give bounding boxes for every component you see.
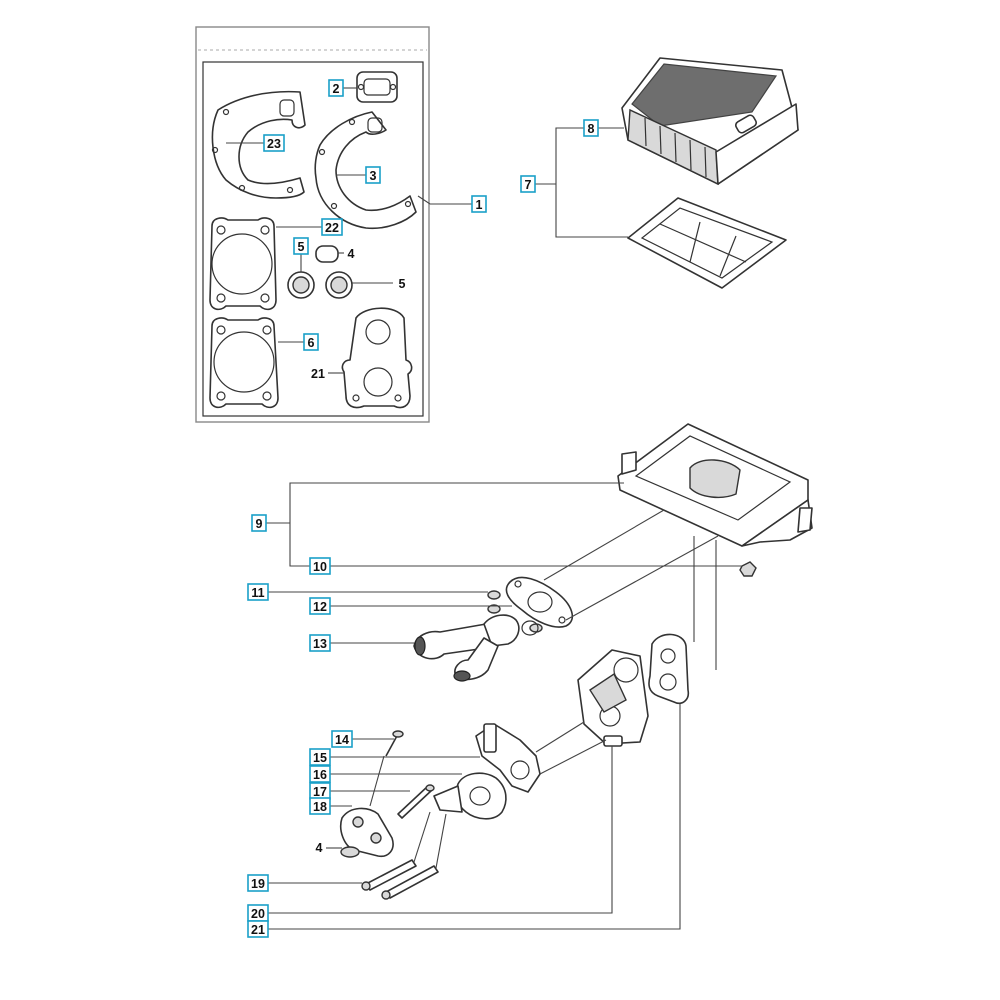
callout-label: 2: [333, 82, 340, 96]
callout-label: 6: [308, 336, 315, 350]
callout-19: 19: [247, 874, 269, 892]
callout-label: 18: [313, 800, 327, 814]
intake-manifold-drawing: [433, 772, 507, 820]
callout-2: 2: [328, 79, 344, 97]
callout-label: 4: [348, 247, 355, 261]
callout-18: 18: [309, 797, 331, 815]
callout-label: 4: [316, 841, 323, 855]
bolt-19-drawing: [361, 859, 417, 891]
callout-label: 5: [399, 277, 406, 291]
base-gasket-kit-drawing: [341, 307, 413, 409]
intake-flange-drawing: [505, 576, 574, 628]
callout-label: 9: [256, 517, 263, 531]
callout-9: 9: [251, 514, 267, 532]
callout-17: 17: [309, 782, 331, 800]
washer-drawing: [487, 590, 501, 614]
callout-4b: 4: [316, 841, 323, 855]
callout-label: 20: [251, 907, 265, 921]
carburettor-bracket-drawing: [475, 723, 541, 793]
callout-15: 15: [309, 748, 331, 766]
o-ring-drawing: [315, 245, 339, 263]
callout-8: 8: [583, 119, 599, 137]
carburettor-drawing: [577, 649, 649, 747]
callout-label: 19: [251, 877, 265, 891]
callout-11: 11: [247, 583, 269, 601]
callout-7: 7: [520, 175, 536, 193]
callout-1: 1: [471, 195, 487, 213]
callout-4a: 4: [348, 247, 355, 261]
callout-6: 6: [303, 333, 319, 351]
bolt-20-drawing: [381, 865, 439, 900]
callout-13: 13: [309, 634, 331, 652]
callout-label: 17: [313, 785, 327, 799]
callout-label: 15: [313, 751, 327, 765]
callout-21a: 21: [311, 367, 325, 381]
callout-label: 13: [313, 637, 327, 651]
callout-label: 12: [313, 600, 327, 614]
callout-label: 21: [251, 923, 265, 937]
bolt-17-drawing: [397, 784, 435, 819]
muffler-gasket-drawing: [356, 71, 398, 103]
callout-5b: 5: [399, 277, 406, 291]
callout-label: 23: [267, 137, 281, 151]
callout-label: 5: [298, 240, 305, 254]
callout-label: 16: [313, 768, 327, 782]
callout-3: 3: [365, 166, 381, 184]
callout-label: 22: [325, 221, 339, 235]
callout-21b: 21: [247, 920, 269, 938]
callout-16: 16: [309, 765, 331, 783]
callout-label: 11: [251, 586, 264, 600]
pre-filter-drawing: [627, 197, 787, 289]
callout-label: 8: [588, 122, 595, 136]
clamp-drawing: [339, 807, 394, 858]
oil-seal-right-drawing: [325, 271, 353, 299]
intake-hose-drawing: [413, 614, 539, 682]
callout-label: 21: [311, 367, 325, 381]
callout-22: 22: [321, 218, 343, 236]
callout-label: 7: [525, 178, 532, 192]
o-ring-lower-drawing: [340, 846, 360, 858]
crankcase-gasket-23-drawing: [211, 90, 306, 199]
callout-12: 12: [309, 597, 331, 615]
callout-label: 3: [370, 169, 377, 183]
nut-drawing: [739, 561, 757, 577]
base-gasket-main-drawing: [648, 633, 690, 705]
leader-lines: [226, 87, 742, 930]
callout-23: 23: [263, 134, 285, 152]
callout-label: 14: [335, 733, 349, 747]
callout-label: 1: [476, 198, 483, 212]
crankcase-gasket-3-drawing: [314, 111, 417, 230]
callout-label: 10: [313, 560, 327, 574]
callout-20: 20: [247, 904, 269, 922]
callout-10: 10: [309, 557, 331, 575]
oil-seal-left-drawing: [287, 271, 315, 299]
screw-14-drawing: [385, 730, 404, 757]
callout-14: 14: [331, 730, 353, 748]
air-filter-housing-drawing: [617, 423, 813, 547]
air-filter-element-drawing: [621, 57, 799, 186]
cylinder-gasket-22-drawing: [209, 217, 277, 311]
callout-5a: 5: [293, 237, 309, 255]
flange-screw-drawing: [529, 623, 543, 633]
cylinder-gasket-6-drawing: [209, 317, 279, 409]
